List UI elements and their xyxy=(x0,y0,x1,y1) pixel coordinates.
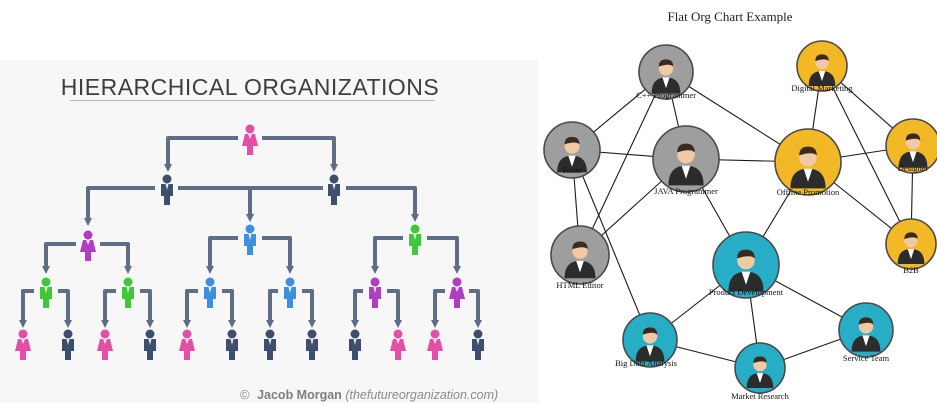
org-node-service: Service Team xyxy=(838,302,894,363)
person-avatar-icon xyxy=(651,59,681,94)
female-person-icon xyxy=(97,329,113,360)
org-node-offline: Offline Promotion xyxy=(774,128,842,197)
person-avatar-icon xyxy=(564,241,596,279)
org-node-tester: Tester xyxy=(543,121,601,179)
male-person-icon xyxy=(122,277,134,308)
hierarchy-arrow xyxy=(206,236,238,274)
org-node-label: Tester xyxy=(562,165,583,175)
female-person-icon xyxy=(390,329,406,360)
hierarchy-arrow xyxy=(58,289,72,328)
org-node-b2b: B2B xyxy=(885,218,937,275)
hierarchy-arrow xyxy=(346,186,419,222)
female-person-icon xyxy=(242,124,258,155)
person-avatar-icon xyxy=(898,133,928,168)
hierarchy-arrow xyxy=(222,289,236,328)
hierarchy-arrow xyxy=(266,289,278,328)
male-person-icon xyxy=(264,329,276,360)
person-avatar-icon xyxy=(668,143,704,186)
male-person-icon xyxy=(144,329,156,360)
hierarchy-arrow xyxy=(84,186,155,226)
male-person-icon xyxy=(328,174,340,205)
credit-line: © Jacob Morgan (thefutureorganization.co… xyxy=(240,387,498,402)
network-edge xyxy=(821,65,912,245)
network-edge xyxy=(579,71,667,256)
hierarchy-arrow xyxy=(302,289,316,328)
person-avatar-icon xyxy=(728,249,764,292)
male-person-icon xyxy=(284,277,296,308)
org-node-html: HTML Editor xyxy=(550,225,610,290)
hierarchy-arrow xyxy=(178,186,254,222)
male-person-icon xyxy=(62,329,74,360)
hierarchy-arrow xyxy=(164,136,238,172)
hierarchy-arrow xyxy=(431,289,445,328)
org-node-label: Service Team xyxy=(843,353,890,363)
male-person-icon xyxy=(409,224,421,255)
network-edge xyxy=(571,149,651,341)
org-node-label: B2B xyxy=(903,265,919,275)
female-person-icon xyxy=(80,230,96,261)
male-person-icon xyxy=(306,329,318,360)
hierarchy-arrow xyxy=(371,236,403,274)
male-person-icon xyxy=(349,329,361,360)
person-avatar-icon xyxy=(897,232,925,264)
org-node-label: Product Development xyxy=(709,287,784,297)
org-node-label: HTML Editor xyxy=(556,280,603,290)
female-person-icon xyxy=(427,329,443,360)
org-node-bigdata: Big Data Analysis xyxy=(615,312,678,368)
hierarchy-arrow xyxy=(387,289,402,328)
hierarchy-arrow xyxy=(101,289,116,328)
copyright-symbol: © xyxy=(240,387,250,402)
hierarchy-diagram xyxy=(15,124,484,360)
hierarchy-arrow xyxy=(140,289,154,328)
title-divider xyxy=(70,100,435,101)
hierarchy-arrow xyxy=(183,289,198,328)
org-node-label: JAVA Programmer xyxy=(654,186,718,196)
hierarchy-arrow xyxy=(262,236,294,274)
hierarchy-arrow xyxy=(427,236,461,274)
org-node-label: Market Research xyxy=(731,391,790,401)
hierarchy-arrow xyxy=(19,289,34,328)
person-avatar-icon xyxy=(746,356,774,388)
org-node-product: Product Development xyxy=(709,231,784,299)
credit-site: (thefutureorganization.com) xyxy=(345,388,499,402)
flat-chart-title: Flat Org Chart Example xyxy=(667,9,793,24)
hierarchy-arrow xyxy=(42,242,76,274)
person-avatar-icon xyxy=(851,317,881,352)
hierarchy-arrow xyxy=(246,186,323,222)
male-person-icon xyxy=(204,277,216,308)
org-node-label: Designer xyxy=(898,163,929,173)
male-person-icon xyxy=(40,277,52,308)
person-avatar-icon xyxy=(635,327,665,362)
female-person-icon xyxy=(449,277,465,308)
org-node-digital: Digital Marketing xyxy=(791,40,853,93)
male-person-icon xyxy=(161,174,173,205)
male-person-icon xyxy=(472,329,484,360)
male-person-icon xyxy=(369,277,381,308)
hierarchy-arrow xyxy=(100,242,132,274)
org-node-label: Digital Marketing xyxy=(791,83,853,93)
male-person-icon xyxy=(226,329,238,360)
flat-org-network: C++ Programmer Digital MarketingTesterJAV… xyxy=(543,40,937,401)
org-node-market: Market Research xyxy=(731,342,790,401)
org-node-java: JAVA Programmer xyxy=(652,125,720,196)
org-node-label: Offline Promotion xyxy=(777,187,840,197)
person-avatar-icon xyxy=(808,54,836,86)
hierarchy-arrow xyxy=(262,136,338,172)
hierarchy-arrow xyxy=(469,289,482,328)
credit-author: Jacob Morgan xyxy=(257,388,342,402)
org-node-label: Big Data Analysis xyxy=(615,358,677,368)
female-person-icon xyxy=(179,329,195,360)
female-person-icon xyxy=(15,329,31,360)
org-node-label: C++ Programmer xyxy=(636,90,696,100)
org-node-cpp: C++ Programmer xyxy=(636,44,696,100)
person-avatar-icon xyxy=(557,136,587,173)
hierarchy-arrow xyxy=(351,289,363,328)
male-person-icon xyxy=(244,224,256,255)
person-avatar-icon xyxy=(790,146,826,189)
org-node-designer: Designer xyxy=(885,118,937,174)
hierarchy-title: HIERARCHICAL ORGANIZATIONS xyxy=(60,74,440,100)
